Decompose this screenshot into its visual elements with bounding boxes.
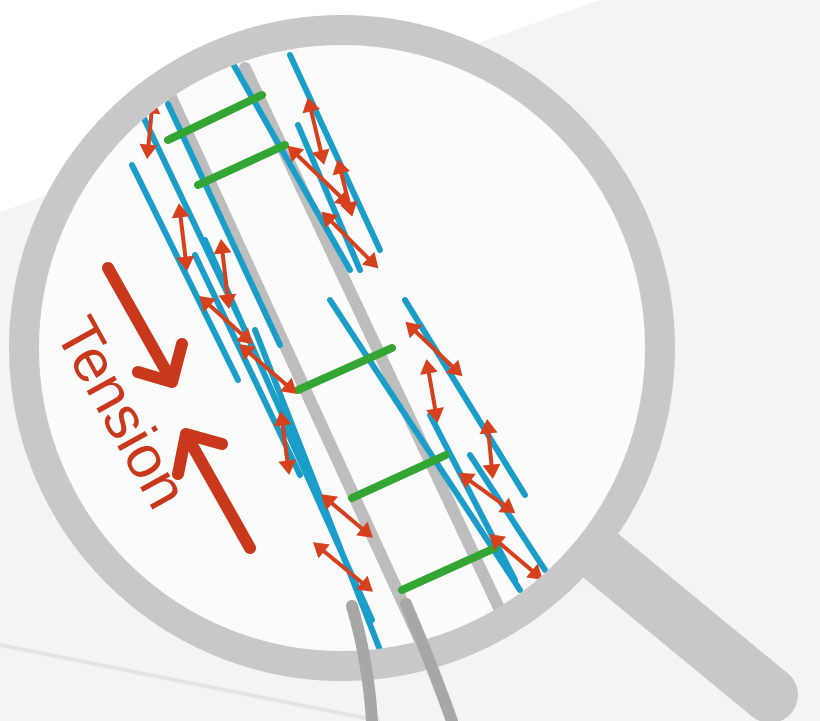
tension-magnifier-diagram: Tension xyxy=(0,0,820,721)
